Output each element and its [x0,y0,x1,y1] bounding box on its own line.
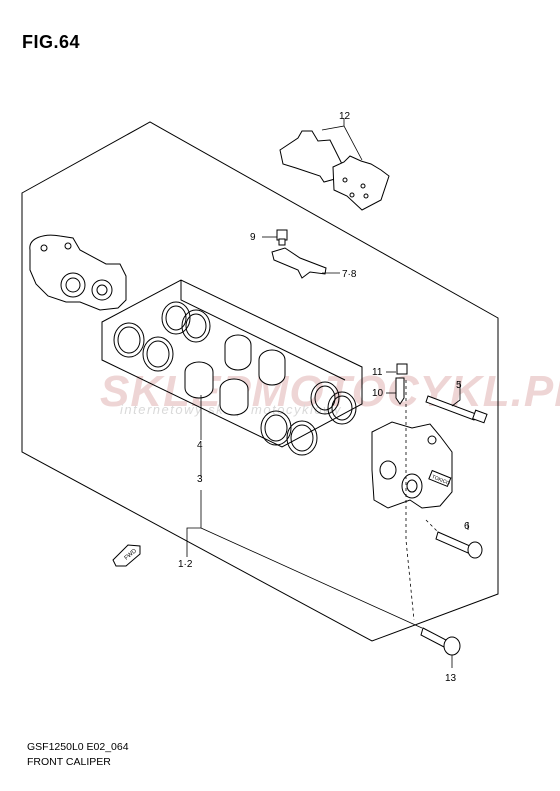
figure-code: GSF1250L0 E02_064 [27,741,129,753]
caliper-mounting-bolt-6 [435,531,483,559]
pad-spring-and-pin [271,229,327,279]
figure-name: FRONT CALIPER [27,756,111,768]
figure-title: FIG.64 [22,32,81,52]
callout-7-8: 7·8 [342,269,357,280]
caliper-left-view [29,234,127,311]
callout-10: 10 [372,388,384,399]
piston-seal-rings [113,301,357,456]
caliper-pistons [184,334,286,416]
callout-1-2: 1·2 [178,559,193,570]
callout-13: 13 [445,673,457,684]
leader-lines [186,118,469,668]
brake-pad-set [279,130,390,211]
callout-12: 12 [339,111,351,122]
assembly-outline-box [21,121,499,642]
caliper-right-view: TOKICO [371,421,453,509]
forward-direction-arrow: FWD [112,544,141,567]
callout-4: 4 [197,440,203,451]
caliper-mounting-bolt-13 [420,627,461,656]
caliper-pin-bolt [425,395,488,424]
callout-3: 3 [197,474,203,485]
callout-5: 5 [456,380,462,391]
callout-11: 11 [372,367,383,378]
callout-6: 6 [464,521,470,532]
seal-kit-box [101,279,363,448]
bleeder-valve-and-cap [395,363,408,405]
callout-9: 9 [250,232,256,243]
